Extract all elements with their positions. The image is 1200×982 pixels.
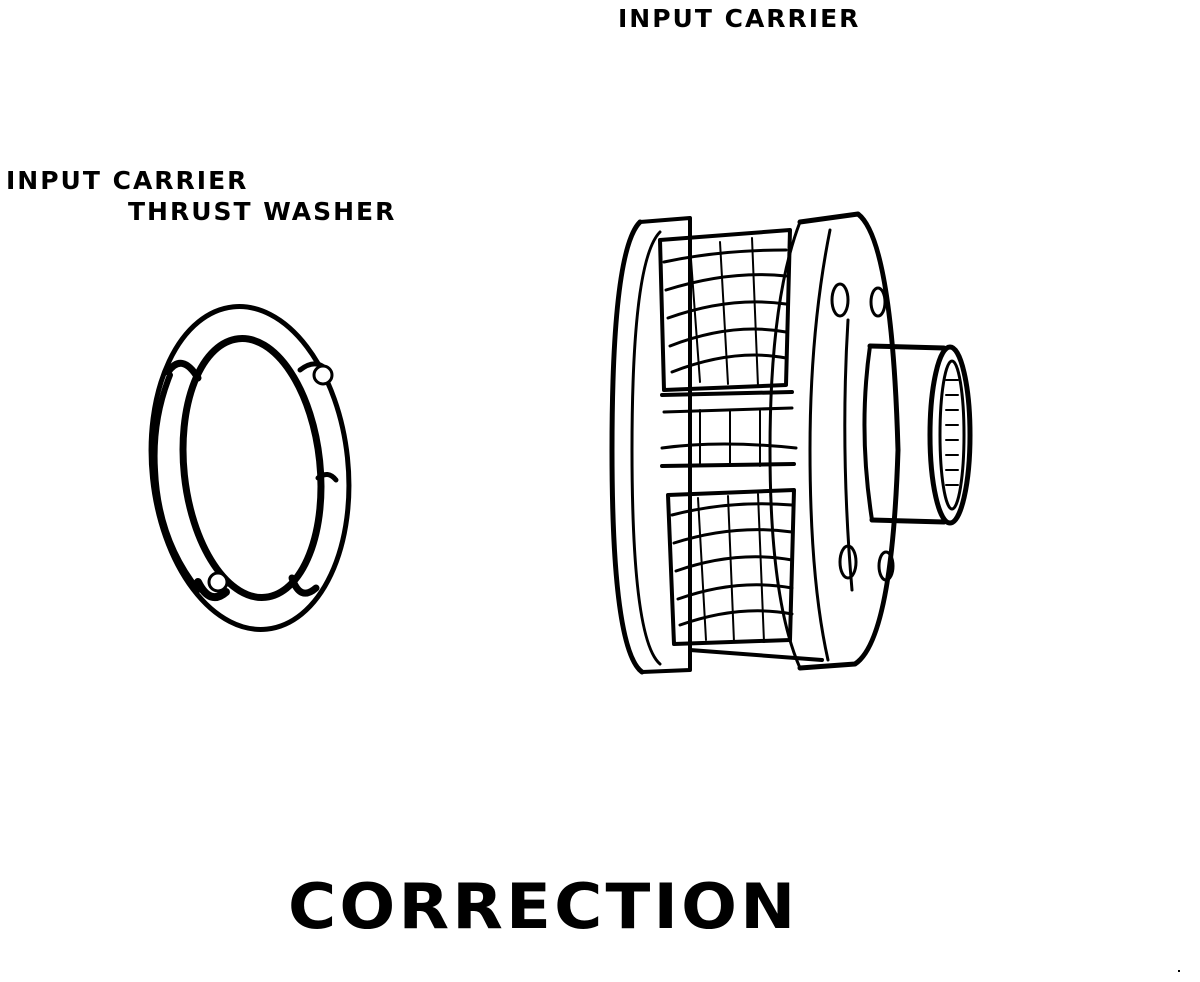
thrust-washer-label-line1: INPUT CARRIER	[6, 166, 249, 195]
input-carrier-label: INPUT CARRIER	[618, 4, 861, 33]
input-carrier-drawing	[609, 211, 973, 675]
scan-speck	[1178, 970, 1180, 972]
thrust-washer-label-line2: THRUST WASHER	[128, 197, 397, 226]
correction-label: CORRECTION	[288, 870, 799, 943]
thrust-washer-drawing	[148, 304, 352, 632]
